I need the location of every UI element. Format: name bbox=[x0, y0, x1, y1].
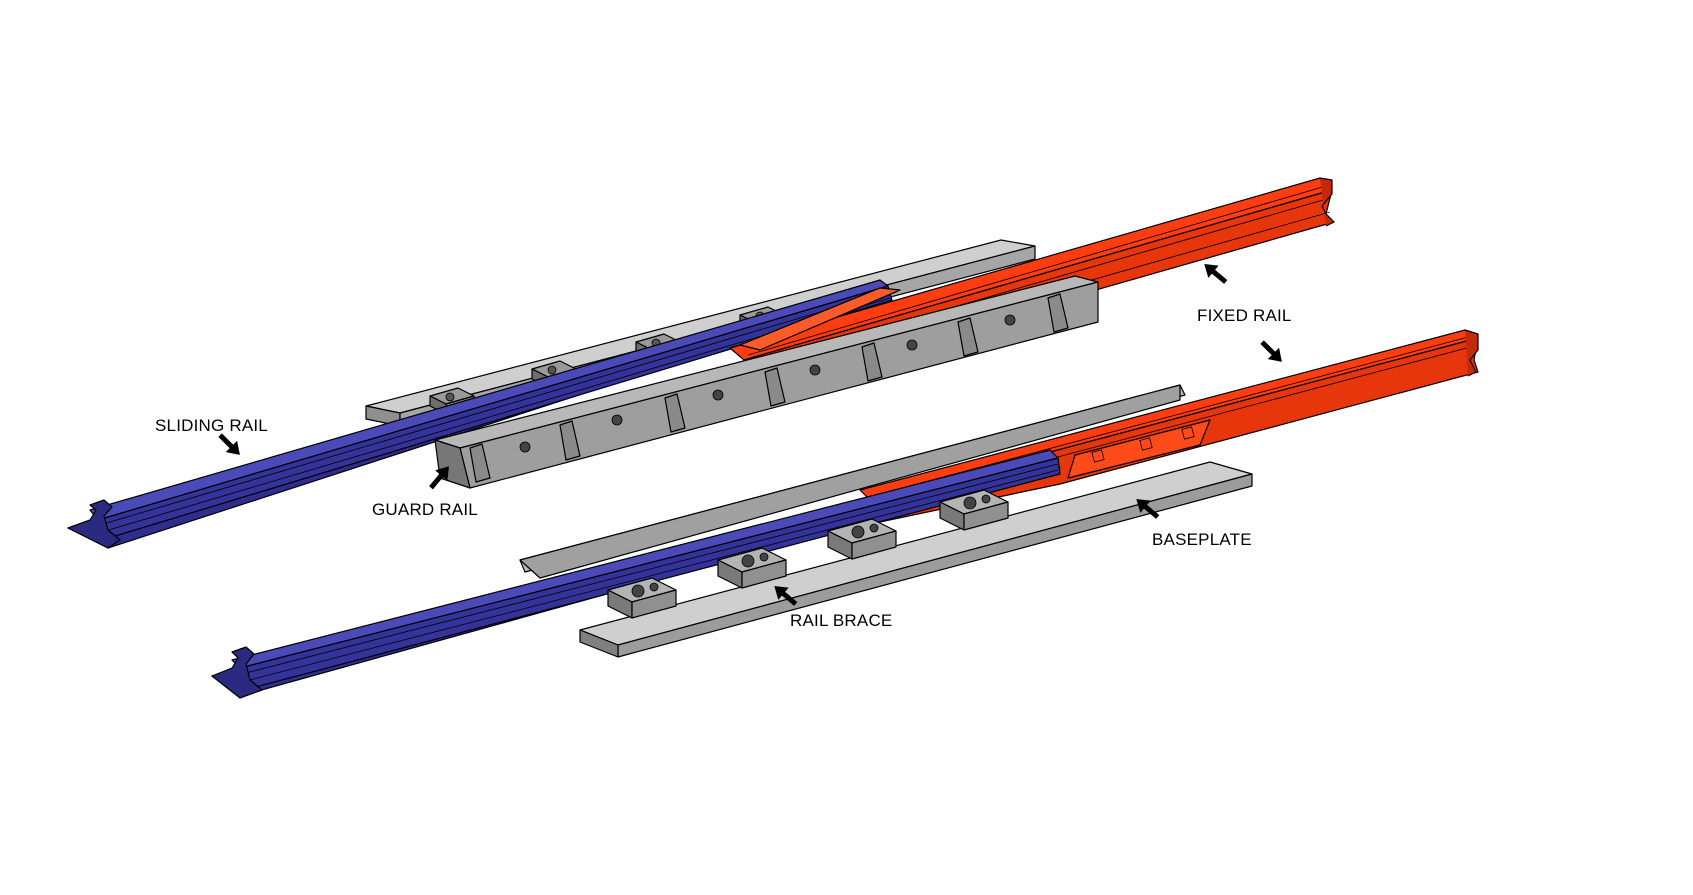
label-baseplate: BASEPLATE bbox=[1152, 530, 1252, 549]
arrow-rail-brace bbox=[774, 586, 798, 606]
label-guard-rail: GUARD RAIL bbox=[372, 500, 478, 519]
joint-bar bbox=[1067, 419, 1211, 479]
rail-braces-lower bbox=[607, 489, 1009, 619]
arrow-sliding-rail bbox=[218, 433, 240, 455]
wing-rail-lower bbox=[519, 384, 1181, 579]
arrow-baseplate bbox=[1136, 499, 1160, 519]
sliding-rail-lower bbox=[211, 449, 1061, 699]
sliding-rail-upper bbox=[67, 279, 897, 549]
arrow-guard-rail bbox=[429, 466, 449, 490]
label-sliding-rail: SLIDING RAIL bbox=[155, 416, 268, 435]
callout-arrows bbox=[218, 264, 1282, 606]
upper-assembly bbox=[67, 177, 1335, 549]
label-fixed-rail: FIXED RAIL bbox=[1197, 306, 1292, 325]
lower-assembly bbox=[211, 329, 1479, 699]
arrow-fixed-rail-lower bbox=[1260, 340, 1282, 362]
label-rail-brace: RAIL BRACE bbox=[790, 611, 893, 630]
guard-rail bbox=[434, 275, 1099, 489]
arrow-fixed-rail-upper bbox=[1204, 264, 1228, 284]
